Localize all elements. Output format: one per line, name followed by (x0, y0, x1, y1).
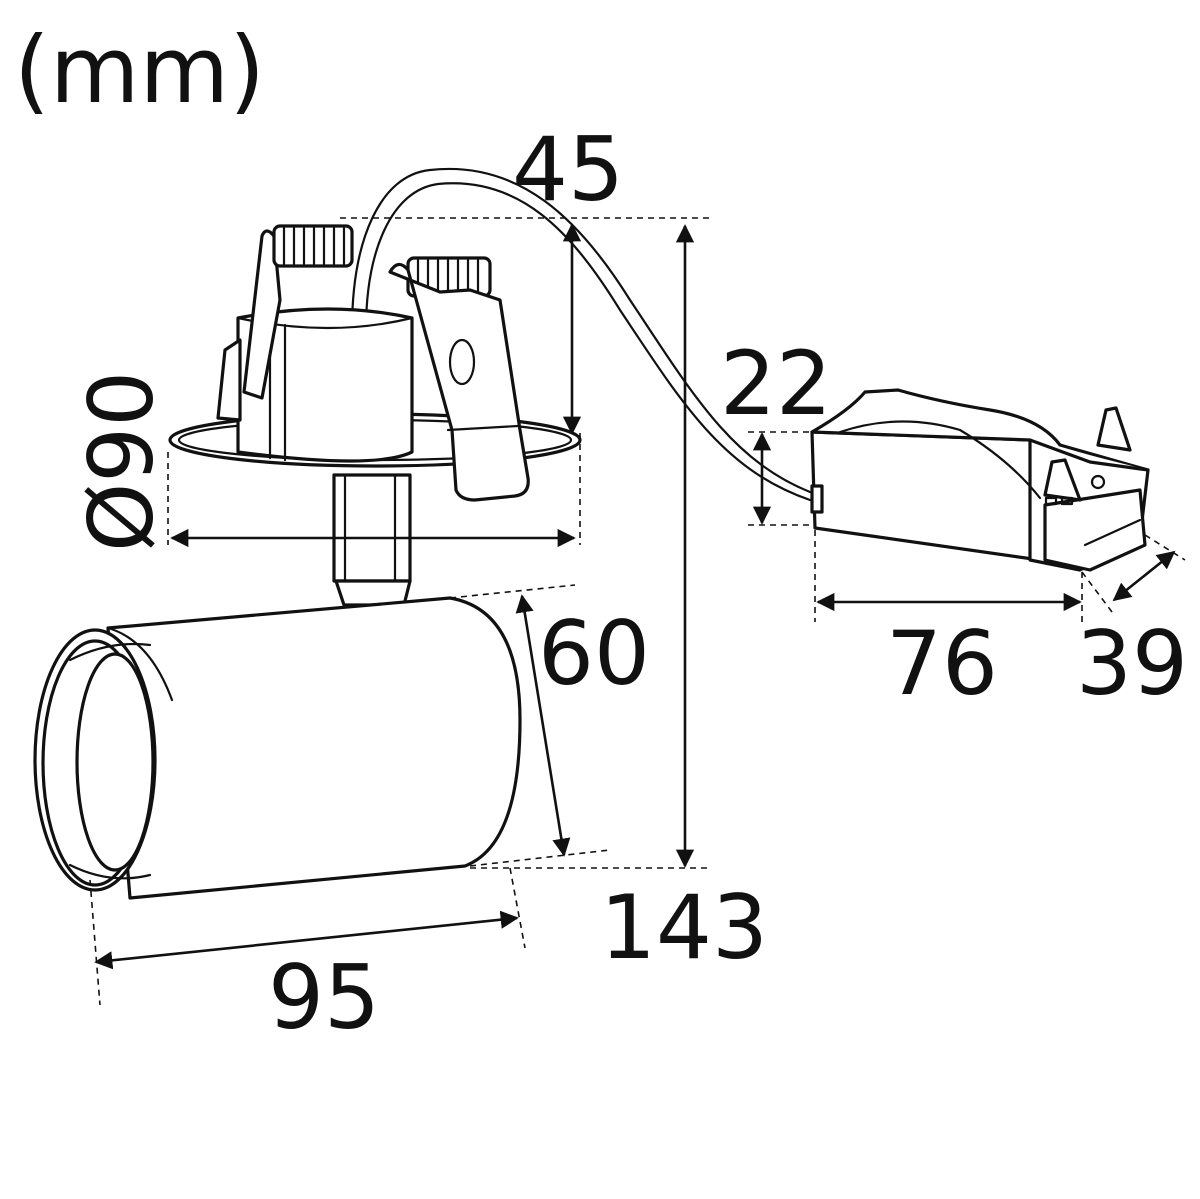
mounting-housing (168, 307, 582, 607)
dim-76-label: 76 (886, 612, 998, 715)
driver-box (810, 388, 1150, 572)
spring-clip-left (242, 224, 354, 400)
power-cable (350, 167, 812, 502)
dim-95-label: 95 (268, 946, 380, 1049)
unit-label: (mm) (14, 17, 265, 124)
dim-60-label: 60 (538, 602, 650, 705)
dim-45-label: 45 (512, 118, 624, 221)
spring-clip-right (388, 256, 530, 502)
lamp-head (33, 596, 522, 900)
dim-90-label: Ø90 (70, 371, 173, 552)
dim-22-label: 22 (720, 332, 832, 435)
dimension-lines (89, 217, 1186, 1006)
dim-39-label: 39 (1076, 612, 1188, 715)
dim-143-label: 143 (600, 876, 768, 979)
